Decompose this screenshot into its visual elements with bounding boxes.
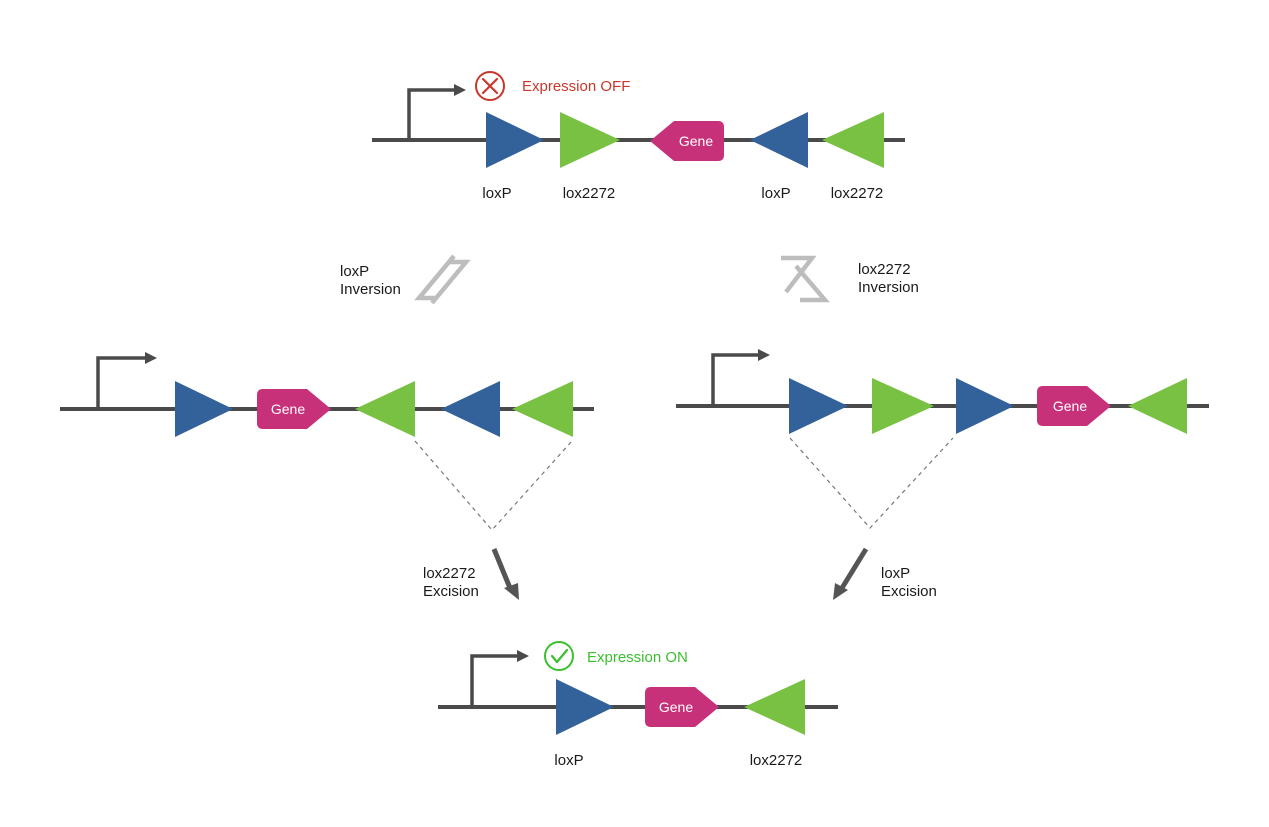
expression-on-icon (544, 641, 574, 671)
promoter-arrowhead-icon (758, 349, 770, 361)
gene-block-forward (645, 687, 719, 727)
site-label: lox2272 (831, 185, 884, 202)
loxp-excision-label-line1: loxP (881, 565, 910, 582)
excision-bracket (414, 440, 573, 531)
promoter-arrowhead-icon (517, 650, 529, 662)
expression-off-icon (475, 71, 505, 101)
lox2272-site-forward (872, 378, 934, 434)
promoter-arrow-icon (711, 353, 759, 406)
lox2272-site-reverse (1128, 378, 1187, 434)
loxp-site-forward (175, 381, 233, 437)
loxp-site-reverse (441, 381, 500, 437)
site-label: loxP (761, 185, 790, 202)
bottom-construct: Expression ON Gene loxP lox2272 (438, 641, 838, 769)
top-construct: Expression OFF Gene loxP lox2272 loxP lo… (372, 71, 905, 202)
middle-left-construct: Gene (60, 352, 594, 531)
loxp-inversion-arrows-icon (414, 254, 471, 305)
expression-on-label: Expression ON (587, 649, 688, 666)
site-label: loxP (554, 752, 583, 769)
site-label: lox2272 (563, 185, 616, 202)
lox2272-site-forward (560, 112, 620, 168)
gene-block-reverse (650, 121, 724, 161)
gene-block-forward (1037, 386, 1111, 426)
gene-label: Gene (271, 401, 305, 417)
gene-label: Gene (659, 699, 693, 715)
lox2272-inversion-label-line2: Inversion (858, 279, 919, 296)
promoter-arrow-icon (407, 88, 455, 140)
loxp-site-forward (556, 679, 614, 735)
gene-block-forward (257, 389, 331, 429)
lox2272-site-reverse (822, 112, 884, 168)
lox2272-inversion-label-line1: lox2272 (858, 261, 911, 278)
expression-off-label: Expression OFF (522, 78, 630, 95)
lox2272-site-reverse (744, 679, 805, 735)
loxp-inversion-label-line1: loxP (340, 263, 369, 280)
loxp-site-forward (956, 378, 1014, 434)
site-label: lox2272 (750, 752, 803, 769)
lox2272-site-reverse (355, 381, 415, 437)
loxp-inversion-label-line2: Inversion (340, 281, 401, 298)
gene-label: Gene (1053, 398, 1087, 414)
lox2272-excision-arrow-icon (491, 548, 519, 600)
middle-right-construct: Gene (676, 349, 1209, 529)
loxp-excision-arrow-icon (833, 547, 869, 600)
promoter-arrow-icon (96, 356, 146, 409)
loxp-site-forward (486, 112, 544, 168)
lox2272-excision-label-line1: lox2272 (423, 565, 476, 582)
loxp-site-reverse (750, 112, 808, 168)
excision-bracket (789, 437, 954, 529)
promoter-arrowhead-icon (454, 84, 466, 96)
loxp-excision-label-line2: Excision (881, 583, 937, 600)
lox2272-inversion-arrows-icon (781, 255, 830, 303)
site-label: loxP (482, 185, 511, 202)
lox2272-site-reverse (512, 381, 573, 437)
promoter-arrowhead-icon (145, 352, 157, 364)
promoter-arrow-icon (470, 654, 518, 707)
gene-label: Gene (679, 133, 713, 149)
lox2272-excision-label-line2: Excision (423, 583, 479, 600)
loxp-site-forward (789, 378, 848, 434)
